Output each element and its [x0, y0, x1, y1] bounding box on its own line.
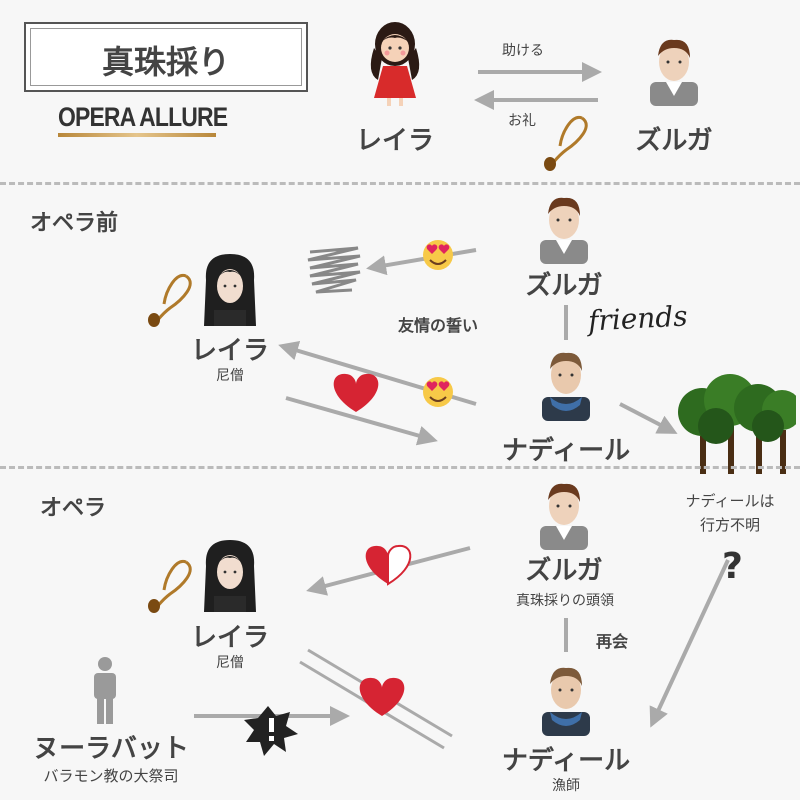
zurga-portrait-icon	[540, 197, 588, 264]
opera-title: オペラ	[40, 496, 107, 521]
thanks-label: お礼	[508, 113, 536, 129]
opera-leila-name: レイラ	[190, 623, 269, 653]
before-zurga-name: ズルガ	[525, 271, 603, 301]
nourabad-name: ヌーラバット	[33, 734, 189, 764]
opera-nadir-name: ナディール	[501, 746, 631, 776]
section-divider	[0, 466, 800, 469]
burst-alert-icon	[244, 706, 298, 756]
nadir-portrait-icon	[542, 352, 590, 421]
pearl-necklace-icon	[544, 115, 588, 171]
leila-to-nadir-arrow	[285, 396, 438, 446]
nadir-missing-label-2: 行方不明	[699, 516, 760, 534]
before-opera-title: オペラ前	[30, 211, 119, 236]
leila-girl-icon	[370, 22, 420, 106]
zurga-portrait-icon	[650, 39, 698, 106]
brand-logo: OPERA ALLURE	[58, 102, 228, 132]
before-nadir-name: ナディール	[501, 436, 631, 466]
title-box: 真珠採り	[24, 22, 308, 92]
opera-nadir-role: 漁師	[552, 778, 580, 794]
page-title: 真珠採り	[101, 43, 230, 81]
header-leila-name: レイラ	[355, 126, 434, 156]
nourabad-role: バラモン教の大祭司	[43, 767, 179, 785]
person-silhouette-icon	[94, 657, 116, 724]
leila-portrait-icon	[204, 254, 256, 326]
leila-portrait-icon	[204, 540, 256, 612]
heart-eyes-emoji-icon	[423, 240, 453, 270]
question-mark-icon: ?	[722, 546, 743, 587]
header-zurga-name: ズルガ	[635, 126, 713, 156]
nadir-to-forest-arrow	[619, 402, 678, 434]
heart-eyes-emoji-icon	[423, 377, 453, 407]
missing-to-nadir-arrow	[649, 559, 730, 728]
friendship-vow-label: 友情の誓い	[398, 316, 479, 335]
nadir-missing-label-1: ナディールは	[685, 492, 775, 510]
zurga-portrait-icon	[540, 483, 588, 550]
before-leila-role: 尼僧	[216, 368, 244, 384]
heart-icon	[333, 373, 379, 412]
pearl-necklace-icon	[148, 273, 192, 327]
nadir-portrait-icon	[542, 667, 590, 736]
opera-zurga-role: 真珠採りの頭領	[516, 593, 614, 609]
help-label: 助ける	[502, 43, 544, 59]
scribble-icon	[307, 246, 361, 294]
pearl-necklace-icon	[148, 559, 192, 613]
before-leila-name: レイラ	[190, 336, 269, 366]
section-divider	[0, 182, 800, 185]
heart-icon	[359, 677, 405, 716]
zurga-to-scribble-arrow	[366, 248, 477, 276]
forest-icon	[678, 374, 796, 474]
reunion-label: 再会	[596, 632, 629, 651]
brand-logo-underline	[58, 133, 216, 137]
opera-leila-role: 尼僧	[216, 655, 244, 671]
opera-zurga-name: ズルガ	[525, 556, 603, 586]
half-heart-icon	[365, 545, 388, 584]
